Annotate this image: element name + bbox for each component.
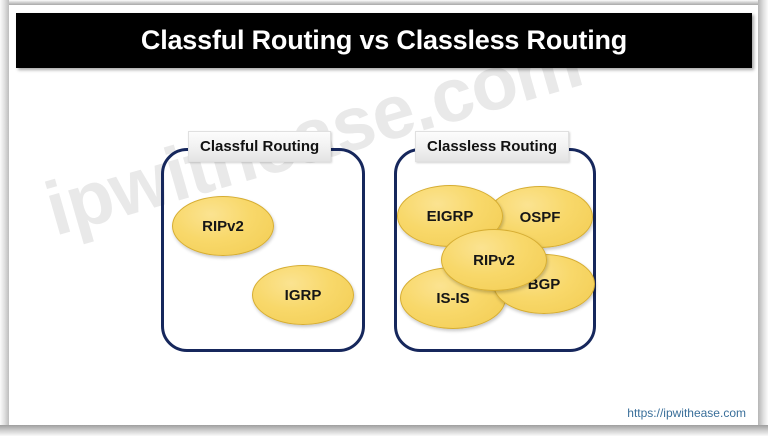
- panel-label-classful: Classful Routing: [188, 131, 332, 162]
- panel-label-classless: Classless Routing: [415, 131, 570, 162]
- frame-left-edge: [0, 0, 9, 436]
- title-banner: Classful Routing vs Classless Routing: [16, 13, 752, 68]
- protocol-ellipse-ripv2-classless: RIPv2: [441, 229, 547, 291]
- panel-classless-routing: Classless Routing: [394, 131, 596, 352]
- protocol-ellipse-ripv2-classful: RIPv2: [172, 196, 274, 256]
- frame-bottom-edge: [0, 425, 768, 436]
- frame-right-edge: [758, 0, 768, 436]
- panel-classful-routing: Classful Routing: [161, 131, 365, 352]
- slide-background: [9, 5, 758, 425]
- footer-site-url[interactable]: https://ipwithease.com: [627, 406, 746, 420]
- protocol-ellipse-igrp: IGRP: [252, 265, 354, 325]
- page-title: Classful Routing vs Classless Routing: [140, 25, 628, 55]
- frame-top-edge: [0, 0, 768, 5]
